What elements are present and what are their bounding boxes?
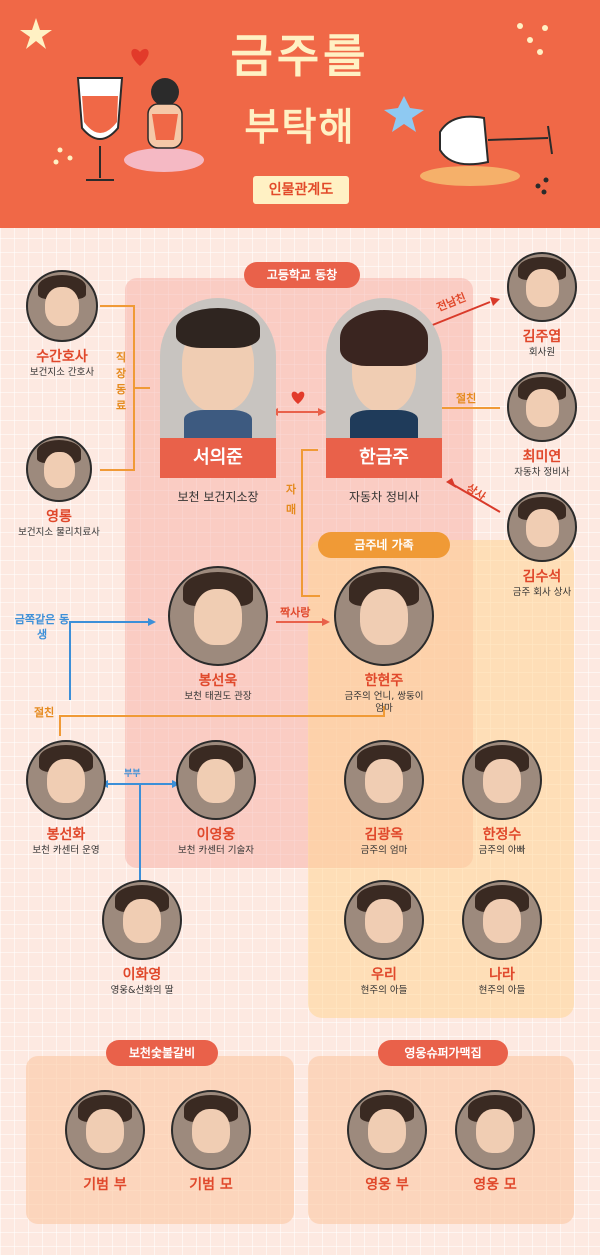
person-kimju: 김주엽 회사원 <box>494 252 590 359</box>
relation-sisters: 자매 <box>286 483 297 516</box>
person-yeongung-father: 영웅 부 <box>342 1090 432 1194</box>
name-bongsun: 봉선욱 <box>198 673 238 689</box>
relation-coworkers: 직장동료 <box>116 351 127 412</box>
role-nurse: 보건지소 간호사 <box>29 367 95 378</box>
person-choi: 최미연 자동차 정비사 <box>494 372 590 479</box>
title-line2: 부탁해 <box>244 105 356 149</box>
person-gibeom-father: 기범 부 <box>60 1090 150 1194</box>
role-young: 보건지소 물리치료사 <box>18 527 100 538</box>
person-nurse: 수간호사 보건지소 간호사 <box>12 270 112 379</box>
star-icon <box>20 18 52 49</box>
name-gibeom-mother: 기범 모 <box>189 1177 233 1193</box>
portrait-gibeom-father <box>65 1090 145 1170</box>
lead-card-han: 한금주 <box>326 298 442 478</box>
role-kimsu: 금주 회사 상사 <box>512 587 572 598</box>
role-uri: 현주의 아들 <box>360 985 408 996</box>
person-bonghwa: 봉선화 보천 카센터 운영 <box>14 740 118 857</box>
relation-friend-choi: 절친 <box>456 392 477 405</box>
portrait-nara <box>462 880 542 960</box>
portrait-leeyoung <box>176 740 256 820</box>
person-hyunju: 한현주 금주의 언니, 쌍둥이 엄마 <box>324 566 444 715</box>
name-bonghwa: 봉선화 <box>46 827 86 843</box>
relation-like-brother: 금쪽같은 동생 <box>14 613 70 641</box>
role-jungsu: 금주의 아빠 <box>478 845 526 856</box>
name-young: 영롱 <box>46 509 72 525</box>
role-nara: 현주의 아들 <box>478 985 526 996</box>
character-illustration <box>151 78 179 106</box>
person-nara: 나라 현주의 아들 <box>452 880 552 997</box>
portrait-yeongung-mother <box>455 1090 535 1170</box>
portrait-jungsu <box>462 740 542 820</box>
person-jungsu: 한정수 금주의 아빠 <box>452 740 552 857</box>
relation-couple: 부부 <box>124 769 141 779</box>
spilled-glass-icon <box>439 115 490 166</box>
person-yeongung-mother: 영웅 모 <box>450 1090 540 1194</box>
portrait-choi <box>507 372 577 442</box>
name-hwayoung: 이화영 <box>122 967 162 983</box>
role-kimju: 회사원 <box>528 347 556 358</box>
person-gibeom-mother: 기범 모 <box>166 1090 256 1194</box>
galbi-group-label: 보천숯불갈비 <box>106 1040 218 1066</box>
person-bongsun: 봉선욱 보천 태권도 관장 <box>158 566 278 703</box>
lead-name-han: 한금주 <box>326 438 442 478</box>
lead-card-seo: 서의준 <box>160 298 276 478</box>
person-kwangok: 김광옥 금주의 엄마 <box>334 740 434 857</box>
name-hyunju: 한현주 <box>364 673 404 689</box>
role-bonghwa: 보천 카센터 운영 <box>32 845 100 856</box>
family-group-label: 금주네 가족 <box>318 532 450 558</box>
person-young: 영롱 보건지소 물리치료사 <box>4 436 114 539</box>
role-hyunju: 금주의 언니, 쌍둥이 엄마 <box>344 691 424 714</box>
portrait-bongsun <box>168 566 268 666</box>
portrait-nurse <box>26 270 98 342</box>
name-yeongung-father: 영웅 부 <box>365 1177 409 1193</box>
name-uri: 우리 <box>371 967 397 983</box>
name-jungsu: 한정수 <box>482 827 522 843</box>
person-uri: 우리 현주의 아들 <box>334 880 434 997</box>
name-kwangok: 김광옥 <box>364 827 404 843</box>
school-group-label: 고등학교 동창 <box>244 262 360 288</box>
role-choi: 자동차 정비사 <box>514 467 570 478</box>
lead-role-han: 자동차 정비사 <box>348 490 420 504</box>
relation-friend-bong: 절친 <box>34 706 55 719</box>
name-choi: 최미연 <box>522 449 562 465</box>
name-nurse: 수간호사 <box>36 349 88 365</box>
name-nara: 나라 <box>489 967 515 983</box>
header-illustrations <box>20 18 553 195</box>
person-hwayoung: 이화영 영웅&선화의 딸 <box>90 880 194 997</box>
person-kimsu: 김수석 금주 회사 상사 <box>494 492 590 599</box>
name-kimsu: 김수석 <box>522 569 562 585</box>
subtitle-badge: 인물관계도 <box>253 176 349 204</box>
person-leeyoung: 이영웅 보천 카센터 기술자 <box>164 740 268 857</box>
cafe-group-label: 영웅슈퍼가맥집 <box>378 1040 508 1066</box>
portrait-uri <box>344 880 424 960</box>
sparkle-icon <box>384 96 424 132</box>
relation-crush: 짝사랑 <box>280 606 311 619</box>
portrait-kimsu <box>507 492 577 562</box>
title-line1: 금주를 <box>230 29 370 83</box>
portrait-hyunju <box>334 566 434 666</box>
name-gibeom-father: 기범 부 <box>83 1177 127 1193</box>
role-bongsun: 보천 태권도 관장 <box>184 691 252 702</box>
name-yeongung-mother: 영웅 모 <box>473 1177 517 1193</box>
lead-role-seo: 보천 보건지소장 <box>177 490 259 504</box>
lead-name-seo: 서의준 <box>160 438 276 478</box>
portrait-young <box>26 436 92 502</box>
header-banner: 금주를 부탁해 인물관계도 <box>0 0 600 228</box>
portrait-kwangok <box>344 740 424 820</box>
heart-icon <box>291 391 305 404</box>
role-hwayoung: 영웅&선화의 딸 <box>110 985 174 996</box>
portrait-hwayoung <box>102 880 182 960</box>
name-leeyoung: 이영웅 <box>196 827 236 843</box>
portrait-yeongung-father <box>347 1090 427 1170</box>
name-kimju: 김주엽 <box>522 329 562 345</box>
portrait-gibeom-mother <box>171 1090 251 1170</box>
portrait-kimju <box>507 252 577 322</box>
portrait-bonghwa <box>26 740 106 820</box>
heart-icon <box>131 48 149 66</box>
role-kwangok: 금주의 엄마 <box>360 845 408 856</box>
role-leeyoung: 보천 카센터 기술자 <box>178 845 254 856</box>
